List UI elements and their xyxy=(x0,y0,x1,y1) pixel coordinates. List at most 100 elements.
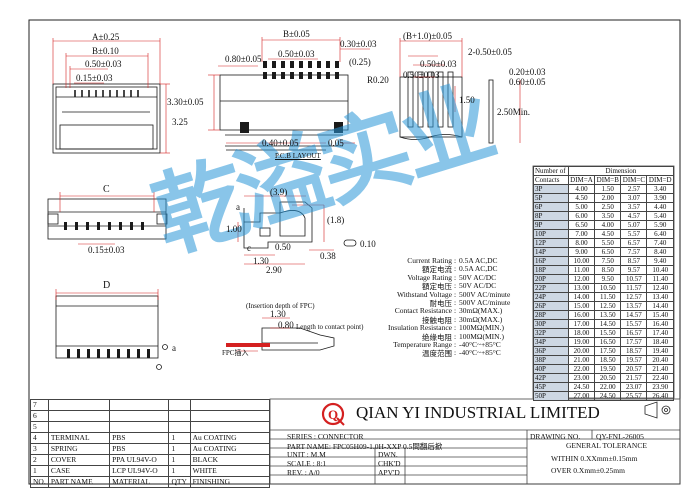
dim-value: 6.50 xyxy=(567,220,596,230)
spec-value: 100MΩ(MIN.) xyxy=(459,331,504,341)
dim-value: 8.00 xyxy=(567,238,596,248)
contact-count: 40P xyxy=(533,364,569,374)
side-view-pins xyxy=(64,222,144,230)
dim-value: 5.57 xyxy=(620,229,648,239)
contact-count: 32P xyxy=(533,328,569,338)
dim-value: 3.90 xyxy=(646,193,674,203)
dim-value: 2.00 xyxy=(594,193,622,203)
dim-pad-pitch: 0.50±0.03 xyxy=(278,49,315,59)
dim-value: 16.50 xyxy=(594,337,622,347)
unit: UNIT : M.M xyxy=(287,450,326,459)
dim-value: 7.00 xyxy=(567,229,596,239)
dim-table-group: Dimension xyxy=(567,166,675,176)
dwn-label: DWN. xyxy=(378,450,398,459)
contact-count: 14P xyxy=(533,247,569,257)
dim-value: 14.00 xyxy=(567,292,596,302)
dim-080: 0.80±0.05 xyxy=(225,54,262,64)
contact-count: 24P xyxy=(533,292,569,302)
bom-cell: TERMINAL xyxy=(47,432,111,444)
dim-value: 13.00 xyxy=(567,283,596,293)
dim-value: 4.00 xyxy=(567,184,596,194)
dim-table-header: Number of xyxy=(533,166,569,176)
dim-value: 12.40 xyxy=(646,283,674,293)
dim-value: 4.00 xyxy=(594,220,622,230)
cross-section xyxy=(243,201,357,249)
bom-cell: CASE xyxy=(47,465,111,477)
spec-label: Current Rating xyxy=(407,256,452,265)
dim-value: 16.40 xyxy=(646,319,674,329)
dim-value: 24.50 xyxy=(567,382,596,392)
bom-cell xyxy=(109,399,170,411)
side-view-dims xyxy=(59,192,155,245)
contact-count: 36P xyxy=(533,346,569,356)
dim-130: 1.30 xyxy=(253,256,269,266)
dim-value: 17.40 xyxy=(646,328,674,338)
insertion-note: (Insertion depth of FPC) xyxy=(246,302,315,310)
spec-colon: : xyxy=(454,314,457,324)
spec-value: 50V AC/DC xyxy=(459,281,497,291)
dim-value: 18.00 xyxy=(567,328,596,338)
bom-cell xyxy=(168,410,191,422)
dim-col: DIM=B xyxy=(594,175,622,185)
dim-030: 0.30±0.03 xyxy=(340,39,377,49)
spec-label: Contact Resistance xyxy=(394,306,452,316)
mark-a: a xyxy=(172,343,176,353)
dim-value: 7.50 xyxy=(594,256,622,266)
bom-cell xyxy=(189,421,271,433)
chkd-label: CHK'D xyxy=(378,459,401,468)
fpc-strip xyxy=(226,343,270,347)
contact-count: 3P xyxy=(533,184,569,194)
bom-cell: 3 xyxy=(30,443,49,455)
dim-value: 19.50 xyxy=(594,364,622,374)
contact-count: 12P xyxy=(533,238,569,248)
bom-cell: SPRING xyxy=(47,443,111,455)
dim-value: 18.57 xyxy=(620,346,648,356)
dim-050-fpc: 0.50±0.03 xyxy=(420,59,457,69)
bom-row: 7 xyxy=(30,399,271,411)
dim-value: 26.40 xyxy=(646,391,674,401)
dim-value: 6.40 xyxy=(646,229,674,239)
dim-value: 17.50 xyxy=(594,346,622,356)
contact-count: 22P xyxy=(533,283,569,293)
dim-value: 14.40 xyxy=(646,301,674,311)
spec-label: 額定电压 xyxy=(422,282,452,292)
dim-020-fpc: 0.50±0.03 xyxy=(403,70,440,80)
dim-value: 5.40 xyxy=(646,211,674,221)
bom-cell: 7 xyxy=(30,399,49,411)
dim-value: 10.40 xyxy=(646,265,674,275)
dimension-table: Number of Dimension Contacts DIM=A DIM=B… xyxy=(533,166,675,401)
spec-colon: : xyxy=(454,348,457,358)
dim-020b: 0.20±0.03 xyxy=(509,67,546,77)
dim-value: 5.00 xyxy=(567,202,596,212)
bom-cell: 1 xyxy=(168,443,191,455)
dim-value: 22.00 xyxy=(594,382,622,392)
dim-value: 15.50 xyxy=(594,328,622,338)
spec-label: 接触电阻 xyxy=(422,315,452,325)
front-view-dims xyxy=(52,38,170,154)
spec-label: 绝缘电阻 xyxy=(422,332,452,342)
title-block xyxy=(269,398,681,485)
bottom-view-pins xyxy=(67,349,150,358)
contact-count: 16P xyxy=(533,256,569,266)
spec-colon: : xyxy=(454,264,457,274)
spec-label: Withstand Voltage xyxy=(396,289,452,299)
dim-table-header-2: Contacts xyxy=(533,175,569,185)
contact-count: 42P xyxy=(533,373,569,383)
spec-colon: : xyxy=(454,256,457,265)
dim-value: 22.40 xyxy=(646,373,674,383)
dim-a: A±0.25 xyxy=(92,32,120,42)
revision: REV. : A/0 xyxy=(287,468,320,477)
bom-cell: COVER xyxy=(47,454,111,466)
